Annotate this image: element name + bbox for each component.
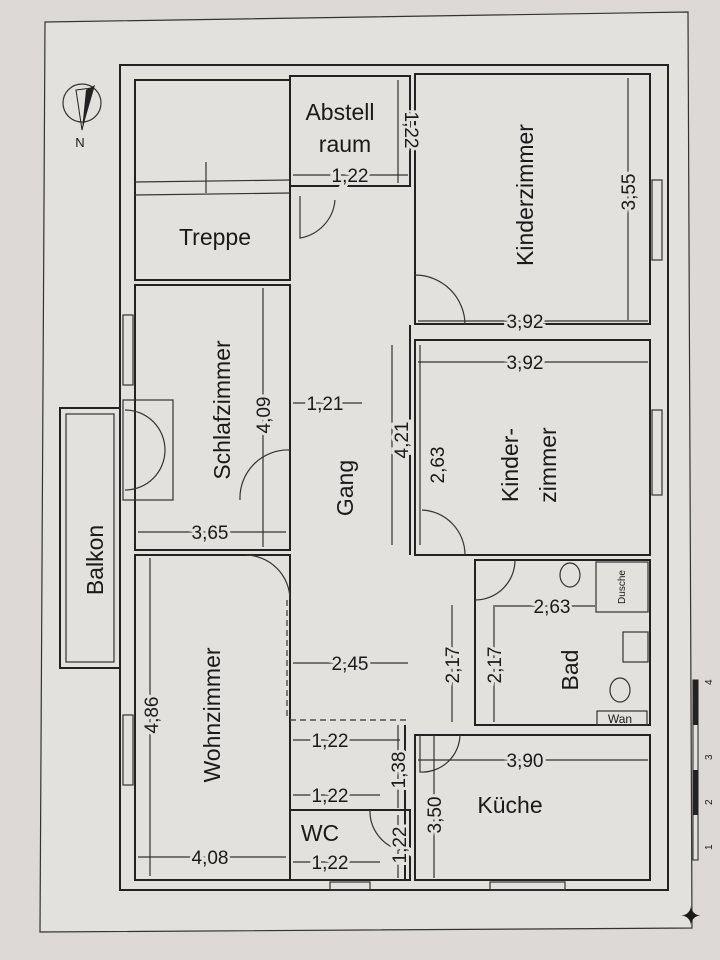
room-label-gang: Gang [332, 460, 358, 516]
room-label-kinderzimmer-2: Kinder- [497, 428, 523, 502]
room-label-kinderzimmer: Kinderzimmer [512, 124, 538, 266]
room-label-wc: WC [301, 820, 339, 846]
dim-flur-height: 2,17 [443, 647, 464, 684]
door-kinderzimmer2 [421, 509, 466, 556]
room-label-bad: Bad [557, 650, 583, 691]
wc-outline [289, 809, 411, 881]
dim-bad-width: 2,63 [534, 597, 571, 618]
compass-icon [62, 83, 102, 131]
dim-gang-height: 4,21 [392, 422, 413, 459]
dimension-lines [138, 78, 648, 878]
dim-schlaf-height: 4,09 [254, 397, 275, 434]
dim-kinder1-height: 3,55 [619, 174, 640, 211]
door-kinderzimmer1 [414, 274, 466, 326]
window [489, 881, 566, 891]
door-kueche [419, 734, 461, 773]
dim-kinder2-width: 3,92 [507, 353, 544, 374]
dim-vorraum-width: 1,22 [312, 731, 349, 752]
scale-label: 1 [704, 844, 715, 850]
window [122, 714, 134, 786]
dim-gang-width: 1,21 [307, 394, 344, 415]
balkon-outline [59, 407, 121, 669]
door-wohnzimmer [244, 554, 291, 601]
abstellraum-outline [289, 75, 411, 187]
label-dusche: Dusche [617, 570, 628, 604]
room-label-balkon: Balkon [82, 525, 108, 595]
scale-label: 3 [704, 754, 715, 760]
dim-abstell-height: 1,22 [400, 112, 421, 149]
window [122, 314, 134, 386]
door-schlafzimmer [239, 449, 291, 501]
room-label-abstellraum: Abstell [305, 99, 374, 125]
sink-icon [622, 631, 649, 663]
scale-label: 4 [704, 679, 715, 685]
paper-border [39, 11, 693, 933]
dim-kinder2-height: 2,63 [428, 447, 449, 484]
door-abstellraum [299, 196, 336, 239]
compass-north-label: N [75, 135, 84, 150]
dim-kinder1-width: 3,92 [507, 312, 544, 333]
kinderzimmer2-outline [414, 339, 651, 556]
schlafzimmer-outline [134, 284, 291, 551]
room-label-wohnzimmer: Wohnzimmer [199, 647, 225, 782]
scale-label: 2 [704, 799, 715, 805]
dim-kueche-height: 3,50 [425, 797, 446, 834]
dim-abstell-width: 1,22 [332, 166, 369, 187]
label-wanne: Wan [608, 712, 632, 726]
dim-kueche-width: 3,90 [507, 751, 544, 772]
dim-wohn-height: 4,86 [142, 697, 163, 734]
toilet-icon [559, 562, 581, 588]
dim-wc-width: 1,22 [312, 853, 349, 874]
room-label-schlafzimmer: Schlafzimmer [209, 340, 235, 480]
dim-wohn-width: 4,08 [192, 848, 229, 869]
kinderzimmer1-outline [414, 73, 651, 325]
wohnzimmer-outline [134, 554, 291, 881]
dim-wc-height: 1,22 [390, 827, 411, 864]
sparkle-icon: ✦ [680, 901, 702, 931]
room-label-kinderzimmer-2b: zimmer [535, 427, 561, 503]
window [651, 179, 663, 261]
balcony-door [122, 399, 174, 501]
bathtub-icon [596, 710, 648, 726]
door-wc [369, 809, 401, 851]
dim-flur-width: 2,45 [332, 654, 369, 675]
door-bad [474, 559, 516, 601]
kueche-outline [414, 734, 651, 881]
window [329, 881, 371, 891]
dim-bad-height: 2,17 [485, 647, 506, 684]
window [651, 409, 663, 496]
scale-bar [692, 679, 699, 861]
room-label-kueche: Küche [477, 792, 542, 818]
toilet-icon [609, 677, 631, 703]
shower-icon [595, 561, 649, 613]
bad-outline [474, 559, 651, 726]
dim-vorraum2-width: 1,22 [312, 786, 349, 807]
dim-schlaf-width: 3,65 [192, 523, 229, 544]
room-label-abstellraum-2: raum [319, 131, 371, 157]
room-label-treppe: Treppe [179, 224, 251, 250]
dim-vorraum-height: 1,38 [389, 752, 410, 789]
